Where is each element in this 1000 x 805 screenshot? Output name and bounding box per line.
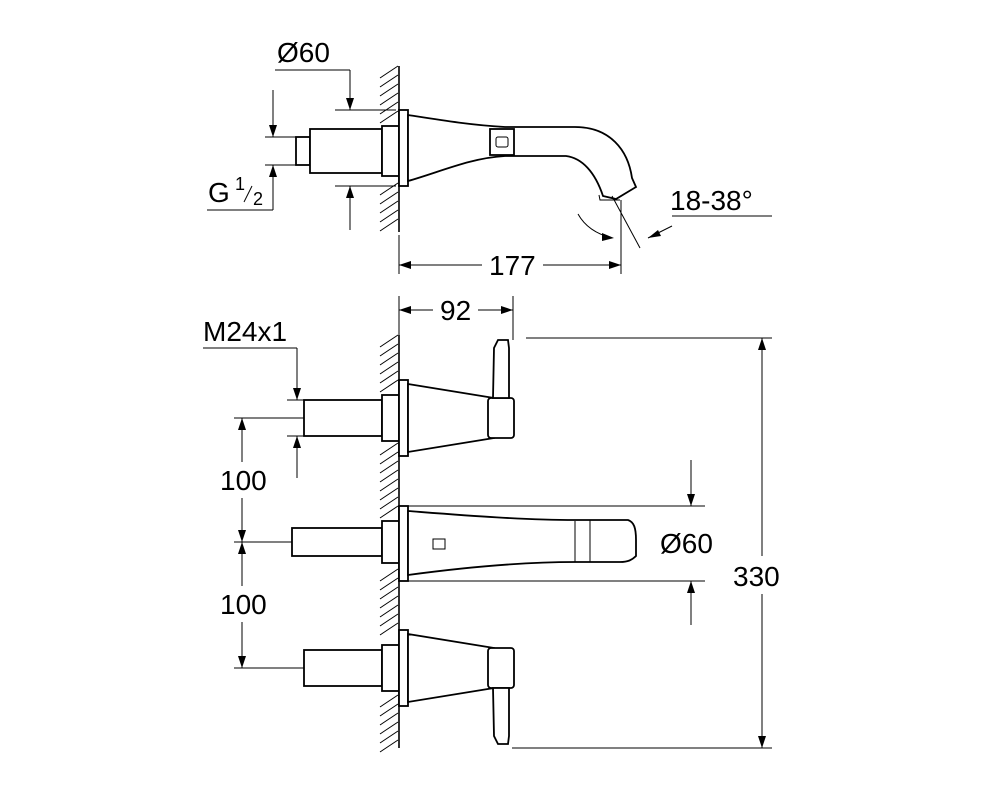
top-escutcheon <box>398 109 409 187</box>
spacing-dimension: 100 100 <box>214 417 304 669</box>
top-diameter-label: Ø60 <box>277 37 330 68</box>
wall-hatch-line <box>379 460 399 474</box>
wall-hatch-line <box>379 487 399 501</box>
wall-hatch-line <box>379 110 399 124</box>
top-diameter-dimension: Ø60 <box>275 37 396 230</box>
lower-handle-lever <box>492 687 510 745</box>
wall-hatch-line <box>379 361 399 375</box>
wall-hatch-line <box>379 568 399 582</box>
wall-hatch-line <box>379 739 399 753</box>
wall-hatch-line <box>379 730 399 744</box>
wall-hatch-line <box>379 92 399 106</box>
spout-logo <box>432 538 446 550</box>
bottom-diameter-label: Ø60 <box>660 528 713 559</box>
wall-hatch-line <box>379 586 399 600</box>
top-thread-label: G <box>208 177 230 208</box>
wall-hatch-line <box>379 200 399 214</box>
top-spout-logo <box>489 128 515 156</box>
upper-handle-lever <box>492 339 510 399</box>
top-pipe-connection <box>295 125 400 177</box>
wall-hatch-line <box>379 182 399 196</box>
wall-hatch-line <box>379 478 399 492</box>
wall-hatch-line <box>379 595 399 609</box>
wall-hatch-line <box>379 451 399 465</box>
bottom-thread-label: M24x1 <box>203 316 287 347</box>
top-spout-body <box>407 113 638 200</box>
overall-height-dimension: 330 <box>512 337 790 749</box>
wall-hatch-line <box>379 218 399 232</box>
bottom-thread-dimension: M24x1 <box>203 316 304 478</box>
wall-hatch-line <box>379 352 399 366</box>
top-angle-label: 18-38° <box>670 185 753 216</box>
wall-hatch-line <box>379 334 399 348</box>
wall-hatch-line <box>379 379 399 393</box>
wall-hatch-line <box>379 577 399 591</box>
wall-hatch-line <box>379 370 399 384</box>
overall-height-label: 330 <box>733 561 780 592</box>
wall-hatch-line <box>379 442 399 456</box>
wall-hatch-line <box>379 505 399 519</box>
wall-hatch-line <box>379 74 399 88</box>
wall-hatch-line <box>379 343 399 357</box>
wall-hatch-line <box>379 209 399 223</box>
spacing-lower-label: 100 <box>220 589 267 620</box>
top-thread-dimension: G 1 2 <box>207 90 296 211</box>
wall-hatch-line <box>379 712 399 726</box>
bottom-depth-label: 92 <box>440 295 471 326</box>
spacing-upper-label: 100 <box>220 465 267 496</box>
wall-hatch-line <box>379 703 399 717</box>
top-angle-dimension: 18-38° <box>577 185 772 249</box>
upper-valve <box>303 339 515 457</box>
bottom-view: 92 M24x1 100 100 <box>203 295 790 753</box>
wall-hatch-line <box>379 101 399 115</box>
wall-hatch-line <box>379 191 399 205</box>
wall-hatch-line <box>379 694 399 708</box>
bottom-diameter-dimension: Ø60 <box>408 460 713 625</box>
wall-hatch-line <box>379 721 399 735</box>
top-thread-numerator: 1 <box>235 174 245 194</box>
wall-hatch-line <box>379 604 399 618</box>
wall-hatch-line <box>379 469 399 483</box>
middle-spout <box>291 505 637 582</box>
wall-hatch-line <box>379 65 399 79</box>
top-length-label: 177 <box>489 250 536 281</box>
wall-hatch-line <box>379 613 399 627</box>
upper-handle-collar <box>487 397 515 439</box>
top-thread-denominator: 2 <box>253 189 263 209</box>
top-length-dimension: 177 <box>398 200 622 281</box>
wall-hatch-line <box>379 622 399 636</box>
bottom-depth-dimension: 92 <box>398 295 514 340</box>
lower-handle-collar <box>487 647 515 689</box>
lower-valve <box>303 629 515 745</box>
top-view: Ø60 G 1 2 18-38° <box>207 37 772 281</box>
wall-hatch-line <box>379 83 399 97</box>
wall-hatch-line <box>379 496 399 510</box>
